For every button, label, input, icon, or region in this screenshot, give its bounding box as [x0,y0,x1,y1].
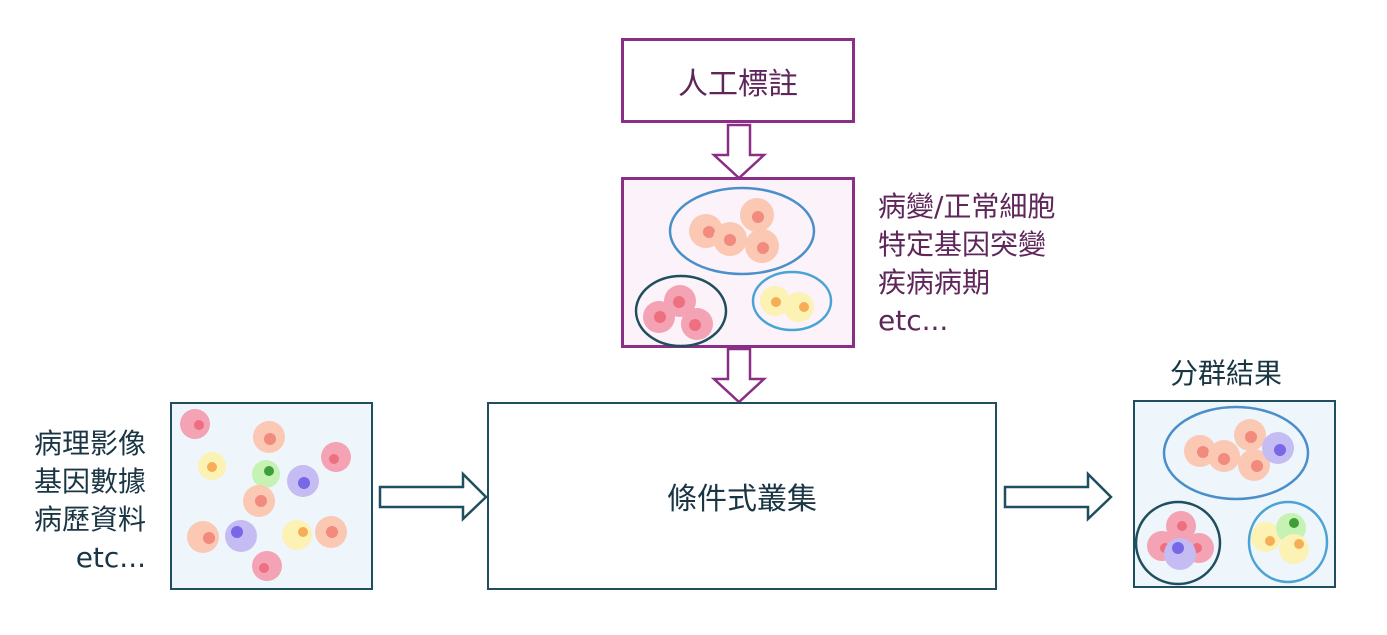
cell [681,308,713,340]
labeled-cells-panel [621,177,855,348]
cell [1184,435,1216,467]
cell [1234,419,1266,451]
cell [1251,522,1281,552]
cell [187,521,219,553]
input-item: 病歷資料 [33,503,146,536]
input-data-list: 病理影像 基因數據 病歷資料 etc... [18,425,146,577]
cell [1238,449,1270,481]
cell [252,551,282,581]
input-item: etc... [75,541,146,574]
cell [321,442,351,472]
cell [713,222,747,256]
cluster-outline [668,186,816,276]
annotation-label: 人工標註 [678,66,798,102]
cell [225,520,257,552]
cell [315,516,347,548]
cell [1262,432,1294,464]
cell [1208,440,1240,472]
criteria-item: 病變/正常細胞 [878,190,1056,223]
right-arrow-icon [378,470,488,522]
cell [180,409,210,439]
cell [243,485,275,517]
clustering-label: 條件式叢集 [667,482,817,517]
cell [252,460,280,488]
cluster-outline [1247,500,1329,584]
cell [1279,534,1309,564]
cell [253,421,285,453]
input-cells-panel [170,402,373,590]
result-title: 分群結果 [1170,357,1283,390]
cluster-outline [1162,405,1310,501]
cell [643,301,675,333]
cell [760,286,790,316]
cell [745,229,779,263]
input-item: 基因數據 [33,465,146,498]
criteria-item: etc... [878,304,949,337]
cell [1166,511,1196,541]
cluster-outline [1135,500,1222,586]
criteria-item: 特定基因突變 [878,228,1047,261]
right-arrow-icon [1003,470,1113,522]
annotation-criteria-list: 病變/正常細胞 特定基因突變 疾病病期 etc... [878,188,1055,340]
down-arrow-icon [710,123,768,180]
cell [1164,538,1196,570]
down-arrow-icon [710,347,768,404]
annotation-box: 人工標註 [621,38,855,123]
result-cells-panel [1133,400,1336,588]
cluster-outline [751,270,833,332]
cell [198,452,226,480]
labeled-cell-clusters [634,186,833,348]
input-item: 病理影像 [33,427,146,460]
cell [784,292,814,322]
cluster-outline [634,274,728,348]
cell [282,520,312,550]
result-cell-clusters [1135,405,1329,586]
criteria-item: 疾病病期 [878,266,991,299]
scattered-cells [180,409,351,581]
conditional-clustering-box: 條件式叢集 [487,402,997,590]
cell [287,465,319,497]
cell [740,198,774,232]
